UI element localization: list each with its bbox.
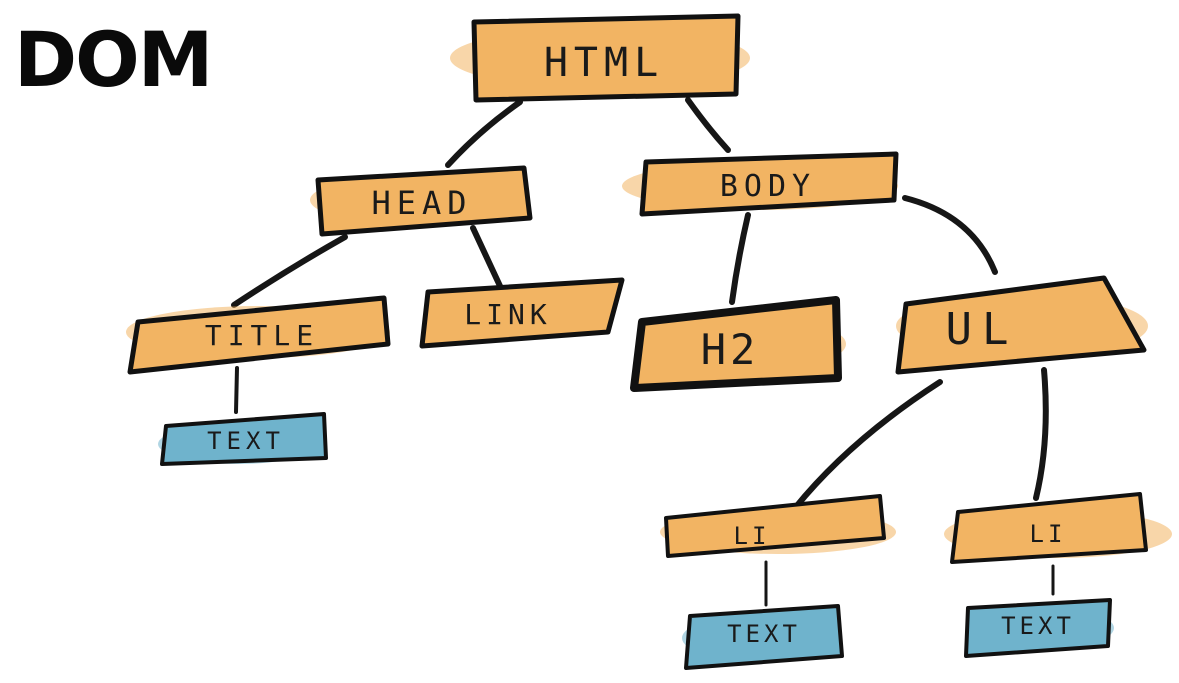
node-li-left: LI xyxy=(660,494,896,558)
node-head-box xyxy=(315,165,533,237)
node-li-right-label: LI xyxy=(1030,520,1067,548)
node-link: LINK xyxy=(419,277,625,349)
edge-title-text xyxy=(234,366,239,414)
node-text-li-left-box xyxy=(684,604,844,670)
node-html: HTML xyxy=(450,13,750,103)
node-h2: H2 xyxy=(630,296,846,392)
node-text-title-label: TEXT xyxy=(207,427,285,455)
edge-body-h2 xyxy=(729,212,751,305)
page-title: DOM xyxy=(14,15,213,104)
node-title-box xyxy=(127,295,391,375)
node-html-box xyxy=(471,13,741,103)
node-text-title-box xyxy=(160,412,328,466)
node-ul: UL xyxy=(895,275,1148,375)
node-text-li-right: TEXT xyxy=(964,598,1114,658)
node-text-li-right-label: TEXT xyxy=(1001,612,1075,640)
node-li-left-box xyxy=(664,494,886,558)
edge-html-head xyxy=(445,99,523,168)
node-li-right-box xyxy=(950,492,1148,564)
node-head: HEAD xyxy=(310,165,533,237)
node-li-left-label: LI xyxy=(734,522,771,550)
node-body-box xyxy=(639,151,899,217)
node-title: TITLE xyxy=(126,295,391,375)
tree-nodes: HTML HEAD BODY TITLE xyxy=(126,13,1172,670)
node-ul-box xyxy=(895,275,1147,375)
node-link-label: LINK xyxy=(464,298,551,331)
tree-edges xyxy=(231,97,1055,607)
edge-ul-li2 xyxy=(1033,367,1049,501)
node-text-li-left: TEXT xyxy=(682,604,844,670)
node-h2-label: H2 xyxy=(701,325,760,374)
node-title-label: TITLE xyxy=(205,319,319,352)
node-link-box xyxy=(419,277,625,349)
edge-body-ul xyxy=(902,195,998,275)
node-head-label: HEAD xyxy=(371,184,472,222)
node-text-title: TEXT xyxy=(158,412,328,466)
edge-ul-li1 xyxy=(792,379,943,511)
node-ul-label: UL xyxy=(946,304,1019,355)
edge-head-title xyxy=(231,234,348,308)
node-body-label: BODY xyxy=(720,169,816,204)
node-li-right: LI xyxy=(944,492,1172,564)
node-h2-box xyxy=(630,296,842,392)
node-html-label: HTML xyxy=(544,40,664,86)
node-text-li-left-label: TEXT xyxy=(727,620,801,648)
edge-html-body xyxy=(685,97,731,153)
edge-head-link xyxy=(470,225,503,289)
node-body: BODY xyxy=(622,151,899,217)
node-text-li-right-box xyxy=(964,598,1112,658)
